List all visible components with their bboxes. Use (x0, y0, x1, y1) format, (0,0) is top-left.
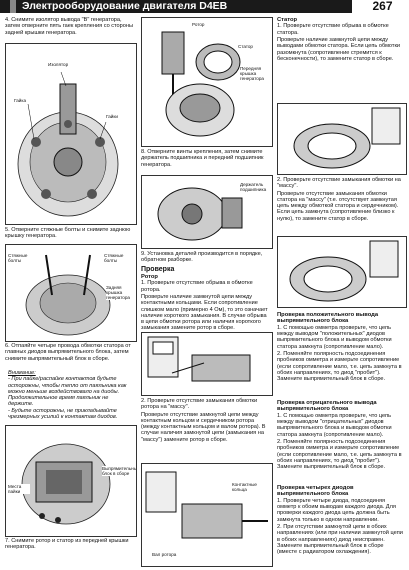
page-header: Электрооборудование двигателя D4EB 267 (0, 0, 409, 13)
figure-rotor-ohmmeter (141, 332, 273, 396)
negative-check-1: 1. С помощью омметра проверьте, что цепь… (277, 412, 392, 438)
rotor-check-1: 1. Проверьте отсутствие обрыва в обмотке… (141, 280, 253, 293)
label-slip-rings: Контактные кольца (232, 482, 270, 492)
figure-rectifier: Места пайки Выпрямительный блок в сборе (5, 425, 137, 537)
caution-1: - При пайке/распайке контактов будьте ос… (8, 376, 127, 408)
stator-title: Статор (277, 17, 298, 23)
step-5-text: 5. Отверните стяжные болты и снимите зад… (5, 227, 131, 240)
stator-check-2: 2. Проверьте отсутствие замыкания обмотк… (277, 177, 405, 222)
figure-stator-ground (277, 236, 407, 308)
stator-check-2-body: Проверьте отсутствие замыкания обмотки с… (277, 190, 399, 222)
negative-check-2: 2. Поменяйте полярность подсоединения пр… (277, 439, 402, 471)
label-rear-cover: Задняя крышка генератора (106, 285, 136, 300)
step-8-text: 8. Отверните винты крепления, затем сним… (141, 149, 264, 168)
check-title: Проверка (141, 266, 175, 273)
positive-title: Проверка положительного вывода выпрямите… (277, 312, 379, 325)
aux-diode-title: Проверка четырех диодов выпрямительного … (277, 485, 354, 498)
positive-section: Проверка положительного вывода выпрямите… (277, 312, 405, 382)
stator-check-1-body: Проверьте наличие замкнутой цепи между в… (277, 37, 401, 62)
negative-section: Проверка отрицательного вывода выпрямите… (277, 400, 405, 470)
figure-bearing-holder: Держатель подшипника (141, 175, 273, 249)
check-section: Проверка Ротор 1. Проверьте отсутствие о… (141, 266, 271, 332)
step-7-text: 7. Снимите ротор и статор из передней кр… (5, 538, 129, 551)
label-rotor: Ротор (192, 22, 205, 27)
page-number: 267 (372, 0, 393, 13)
caution-2: - Будьте осторожны, не прикладывайте чре… (8, 407, 118, 421)
step-6-text: 6. Отпаяйте четыре провода обмотки стато… (5, 343, 131, 362)
step-4-text: 4. Снимите изолятор вывода "B" генератор… (5, 17, 133, 36)
label-stator: Статор (238, 44, 253, 49)
figure-stator-open (277, 103, 407, 175)
positive-check-2: 2. Поменяйте полярность подсоединения пр… (277, 351, 402, 383)
stator-section: Статор 1. Проверьте отсутствие обрыва в … (277, 17, 405, 62)
caution-title: Внимание: (8, 370, 36, 376)
rotor-check-1-body: Проверьте наличие замкнутой цепи между к… (141, 294, 268, 332)
positive-check-1: 1. С помощью омметра проверьте, что цепь… (277, 324, 392, 350)
rotor-check-2-body: Проверьте отсутствие замкнутой цепи межд… (141, 411, 266, 443)
stator-check-2-title: 2. Проверьте отсутствие замыкания обмотк… (277, 177, 401, 190)
label-insulator: Изолятор (48, 62, 69, 67)
label-front-cover: Передняя крышка генератора (240, 66, 270, 81)
aux-diode-check-1: 1. Проверьте четыре диода, подсоединяя о… (277, 497, 396, 523)
aux-diode-section: Проверка четырех диодов выпрямительного … (277, 485, 405, 555)
label-nuts: Гайки (106, 114, 118, 119)
step-9-text: 9. Установка деталей производится в поря… (141, 251, 263, 264)
label-bolts-left: Стяжные болты (8, 253, 34, 263)
label-bearing-holder: Держатель подшипника (240, 182, 270, 192)
label-rotor-shaft: Вал ротора (152, 552, 177, 557)
label-rectifier: Выпрямительный блок в сборе (102, 466, 137, 476)
label-bolts-right: Стяжные болты (104, 253, 134, 263)
rotor-title: Ротор (141, 274, 158, 280)
rotor-check-2: 2. Проверьте отсутствие замыкания обмотк… (141, 398, 271, 443)
negative-title: Проверка отрицательного вывода выпрямите… (277, 400, 377, 413)
stator-check-1: 1. Проверьте отсутствие обрыва в обмотке… (277, 23, 389, 36)
caution-block: Внимание: - При пайке/распайке контактов… (8, 370, 135, 420)
chapter-title: Электрооборудование двигателя D4EB (0, 0, 352, 13)
label-nut: Гайка (14, 98, 27, 103)
figure-rear-nuts: Изолятор Гайка Гайки (5, 43, 137, 225)
figure-rotor-ground: Контактные кольца Вал ротора (141, 463, 273, 567)
label-solder-points: Места пайки (8, 484, 30, 494)
figure-rotor-stator: Ротор Статор Передняя крышка генератора (141, 17, 273, 147)
figure-rear-cover: Стяжные болты Стяжные болты Задняя крышк… (5, 244, 137, 342)
rotor-check-2-title: 2. Проверьте отсутствие замыкания обмотк… (141, 398, 258, 411)
aux-diode-check-2: 2. При отсутствии замкнутой цепи в обоих… (277, 524, 403, 556)
